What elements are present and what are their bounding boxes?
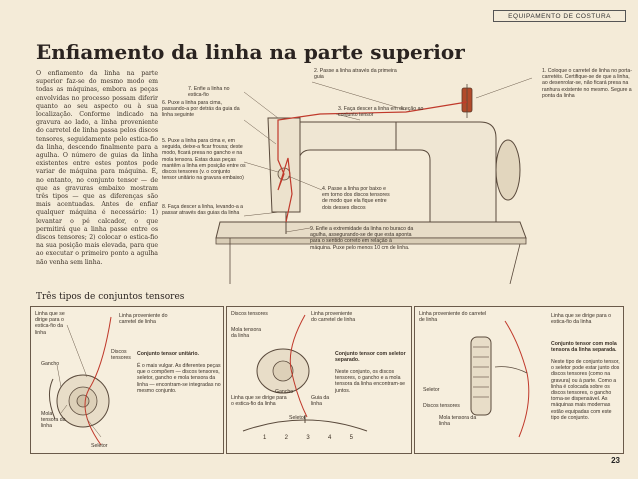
section-subtitle: Três tipos de conjuntos tensores (36, 292, 185, 302)
p1-description: É o mais vulgar. As diferentes peças que… (137, 363, 221, 394)
thread-path (277, 101, 468, 223)
sewing-machine-illustration: 1. Coloque o carretel de linha no porta-… (160, 62, 632, 285)
step-1-label: 1. Coloque o carretel de linha no porta-… (542, 68, 632, 99)
p1-label-linha-carretel: Linha proveniente do carretel de linha (119, 313, 168, 326)
panel-separate-selector: Discos tensores Linha proveniente do car… (226, 306, 412, 454)
p2-label-seletor: Seletor (289, 415, 306, 421)
p1-heading: Conjunto tensor unitário. (137, 351, 199, 357)
step-6-label: 6. Puxe a linha para cima, passando-a po… (162, 100, 240, 119)
sewing-machine-drawing (215, 77, 533, 285)
p3-label-discos: Discos tensores (423, 403, 460, 409)
tension-dial[interactable]: 1 2 3 4 5 (263, 435, 353, 441)
p3-description: Neste tipo de conjunto tensor, o seletor… (551, 359, 620, 421)
dial-number: 5 (349, 435, 353, 441)
panel-unitary-tension: Linha que se dirige para o estica-fio da… (30, 306, 224, 454)
separate-spring-drawing (470, 320, 530, 438)
panel-separate-spring: Linha proveniente do carretel de linha L… (414, 306, 624, 454)
unitary-tension-drawing (49, 316, 112, 446)
intro-text: O enfiamento da linha na parte superior … (36, 70, 158, 266)
p3-label-mola: Mola tensora da linha (439, 415, 477, 428)
step-9-label: 9. Enfie a extremidade da linha no burac… (310, 226, 414, 251)
step-8-label: 8. Faça descer a linha, levando-a a pass… (162, 204, 244, 217)
p1-label-linha-guia: Linha que se dirige para o estica-fio da… (35, 311, 65, 336)
p1-label-gancho: Gancho (41, 361, 60, 367)
p2-label-discos: Discos tensores (231, 311, 268, 317)
separate-selector-drawing (242, 314, 368, 432)
p3-label-seletor: Seletor (423, 387, 440, 393)
dial-number: 4 (327, 435, 332, 441)
step-2-label: 2. Passe a linha através da primeira gui… (314, 68, 397, 81)
dial-number: 1 (263, 435, 267, 441)
step-3-label: 3. Faça descer a linha em direção ao con… (338, 106, 424, 119)
tension-assembly-panels: Linha que se dirige para o estica-fio da… (30, 306, 624, 454)
page-title: Enfiamento da linha na parte superior (36, 40, 465, 64)
p1-label-seletor: Seletor (91, 443, 108, 449)
p2-label-linha-guia: Linha que se dirige para o estica-fio da… (231, 395, 287, 408)
step-5-label: 5. Puxe a linha para cima e, em seguida,… (162, 138, 246, 182)
handwheel (495, 139, 521, 201)
dial-number: 3 (306, 435, 310, 441)
p2-label-mola: Mola tensora da linha (231, 327, 261, 340)
p1-label-mola: Mola tensora da linha (41, 411, 66, 430)
section-tag: EQUIPAMENTO DE COSTURA (493, 10, 626, 22)
p3-label-linha-guia: Linha que se dirige para o estica-fio da… (551, 313, 611, 326)
p2-label-linha-carretel: Linha proveniente do carretel de linha (311, 311, 356, 324)
dial-number: 2 (284, 435, 288, 441)
p2-label-guia: Guia da linha (311, 395, 330, 408)
p3-label-linha-carretel: Linha proveniente do carretel de linha (419, 311, 487, 324)
step-4-label: 4. Passe a linha por baixo e em torno do… (322, 186, 390, 211)
step-7-label: 7. Enfie a linha no estica-fio (188, 86, 230, 99)
p2-heading: Conjunto tensor com seletor separado. (335, 351, 406, 364)
p1-label-discos: Discos tensores (111, 349, 131, 362)
p2-description: Neste conjunto, os discos tensores, o ga… (335, 369, 406, 394)
p2-label-gancho: Gancho (275, 389, 294, 395)
p3-heading: Conjunto tensor com mola tensora da linh… (551, 341, 617, 354)
page-number: 23 (611, 456, 620, 465)
